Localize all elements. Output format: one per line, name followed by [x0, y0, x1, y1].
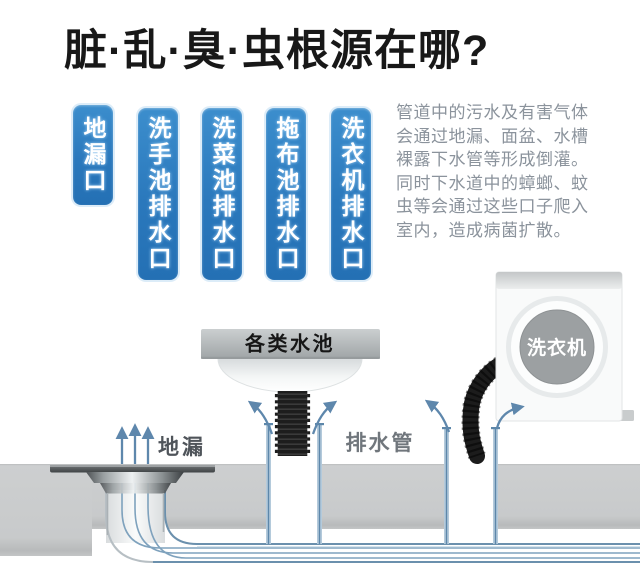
- sink-unit: 各类水池: [201, 329, 380, 456]
- sink-drain-pipe: [277, 391, 308, 456]
- intro-paragraph: 管道中的污水及有害气体 会通过地漏、面盆、水槽 裸露下水管等形成倒灌。 同时下水…: [396, 101, 640, 242]
- source-label-text: 洗衣机排水口: [338, 116, 364, 272]
- airflow-lines: [121, 466, 640, 559]
- source-label-washing-machine: 洗衣机排水口: [331, 108, 371, 280]
- page-title: 脏·乱·臭·虫根源在哪?: [64, 27, 490, 75]
- source-label-washbasin: 洗手池排水口: [138, 108, 178, 280]
- plumbing-illustration: 洗衣机 各类水池: [0, 271, 640, 563]
- sink-bowl: [217, 358, 363, 393]
- airflow-arrows: [115, 399, 525, 464]
- source-label-kitchen-sink: 洗菜池排水口: [202, 108, 242, 280]
- intro-line: 裸露下水管等形成倒灌。: [396, 150, 589, 169]
- intro-line: 室内，造成病菌扩散。: [396, 220, 571, 240]
- sink-bar: [201, 329, 380, 359]
- washer-label: 洗衣机: [527, 336, 587, 359]
- source-label-text: 拖布池排水口: [273, 116, 299, 272]
- intro-line: 会通过地漏、面盆、水槽: [396, 126, 589, 146]
- source-label-text: 洗手池排水口: [145, 116, 171, 272]
- source-label-text: 地漏口: [80, 116, 106, 194]
- sink-label: 各类水池: [244, 332, 335, 356]
- source-label-text: 洗菜池排水口: [209, 116, 235, 272]
- intro-line: 虫等会通过这些口子爬入: [396, 197, 589, 216]
- intro-line: 同时下水道中的蟑螂、蚊: [396, 173, 589, 193]
- source-label-mop-pool: 拖布池排水口: [266, 108, 306, 280]
- drain-pipe-label: 排水管: [346, 431, 415, 455]
- ground-gap: [92, 529, 640, 544]
- source-label-floor-drain: 地漏口: [73, 105, 113, 205]
- washer-unit: 洗衣机: [495, 271, 634, 422]
- floor-drain: [50, 465, 215, 535]
- intro-line: 管道中的污水及有害气体: [396, 103, 589, 122]
- floor-drain-label: 地漏: [158, 435, 206, 459]
- washer-hose: [461, 353, 513, 464]
